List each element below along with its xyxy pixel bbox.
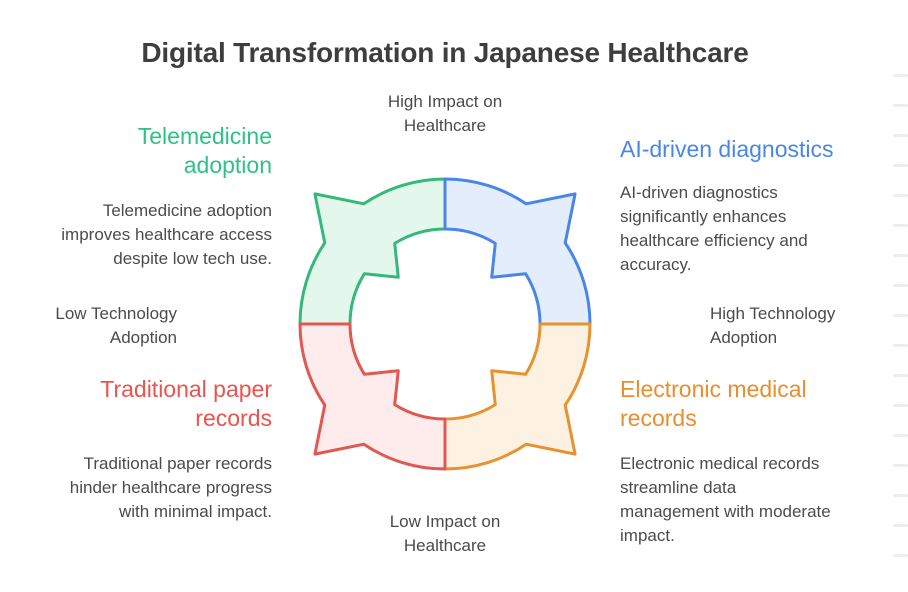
edge-tick <box>893 464 908 467</box>
arc-ai-driven-diagnostics <box>443 177 592 326</box>
body-ai-driven-diagnostics: AI-driven diagnostics significantly enha… <box>620 183 808 274</box>
edge-tick <box>893 494 908 497</box>
edge-tick <box>893 74 908 77</box>
edge-tick <box>893 284 908 287</box>
axis-label-high-impact: High Impact on Healthcare <box>387 92 503 135</box>
edge-tick <box>893 404 908 407</box>
body-traditional-paper-records: Traditional paper records hinder healthc… <box>69 454 272 521</box>
edge-tick <box>893 194 908 197</box>
heading-electronic-medical-records: Electronic medical records <box>620 376 807 431</box>
edge-tick <box>893 254 908 257</box>
body-electronic-medical-records: Electronic medical records streamline da… <box>620 454 831 545</box>
edge-tick <box>893 224 908 227</box>
axis-label-high-tech: High Technology Adoption <box>710 304 836 347</box>
page-title: Digital Transformation in Japanese Healt… <box>141 36 749 68</box>
edge-tick <box>893 344 908 347</box>
cycle-diagram <box>298 177 592 471</box>
axis-label-low-tech: Low Technology Adoption <box>55 304 177 347</box>
heading-ai-driven-diagnostics: AI-driven diagnostics <box>620 136 834 162</box>
arc-electronic-medical-records <box>443 322 592 471</box>
edge-tick <box>893 524 908 527</box>
edge-tick <box>893 434 908 437</box>
axis-label-low-impact: Low Impact on Healthcare <box>389 512 501 555</box>
edge-tick <box>893 374 908 377</box>
arc-traditional-paper-records <box>298 322 447 471</box>
arc-telemedicine-adoption <box>298 177 447 326</box>
edge-tick <box>893 104 908 107</box>
body-telemedicine-adoption: Telemedicine adoption improves healthcar… <box>61 201 272 268</box>
heading-telemedicine-adoption: Telemedicine adoption <box>137 123 272 178</box>
edge-tick <box>893 554 908 557</box>
edge-tick <box>893 164 908 167</box>
heading-traditional-paper-records: Traditional paper records <box>100 376 272 431</box>
edge-tick <box>893 314 908 317</box>
edge-tick <box>893 134 908 137</box>
